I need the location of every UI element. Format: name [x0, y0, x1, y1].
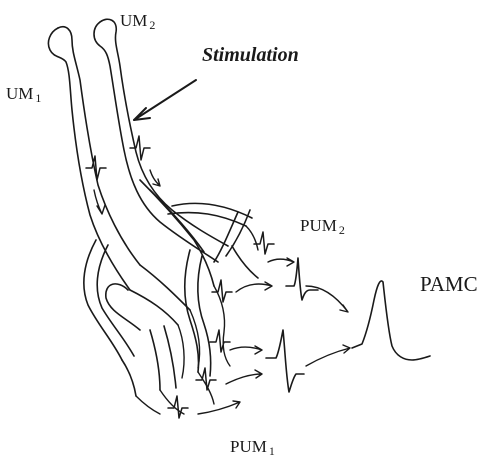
- stimulation-arrow: [134, 80, 196, 120]
- label-pamc: PAMC: [420, 274, 478, 295]
- pamc-waveform: [352, 281, 430, 360]
- label-stimulation: Stimulation: [202, 45, 299, 65]
- pum1-waveform: [266, 330, 304, 392]
- terminal-branches: [136, 226, 258, 414]
